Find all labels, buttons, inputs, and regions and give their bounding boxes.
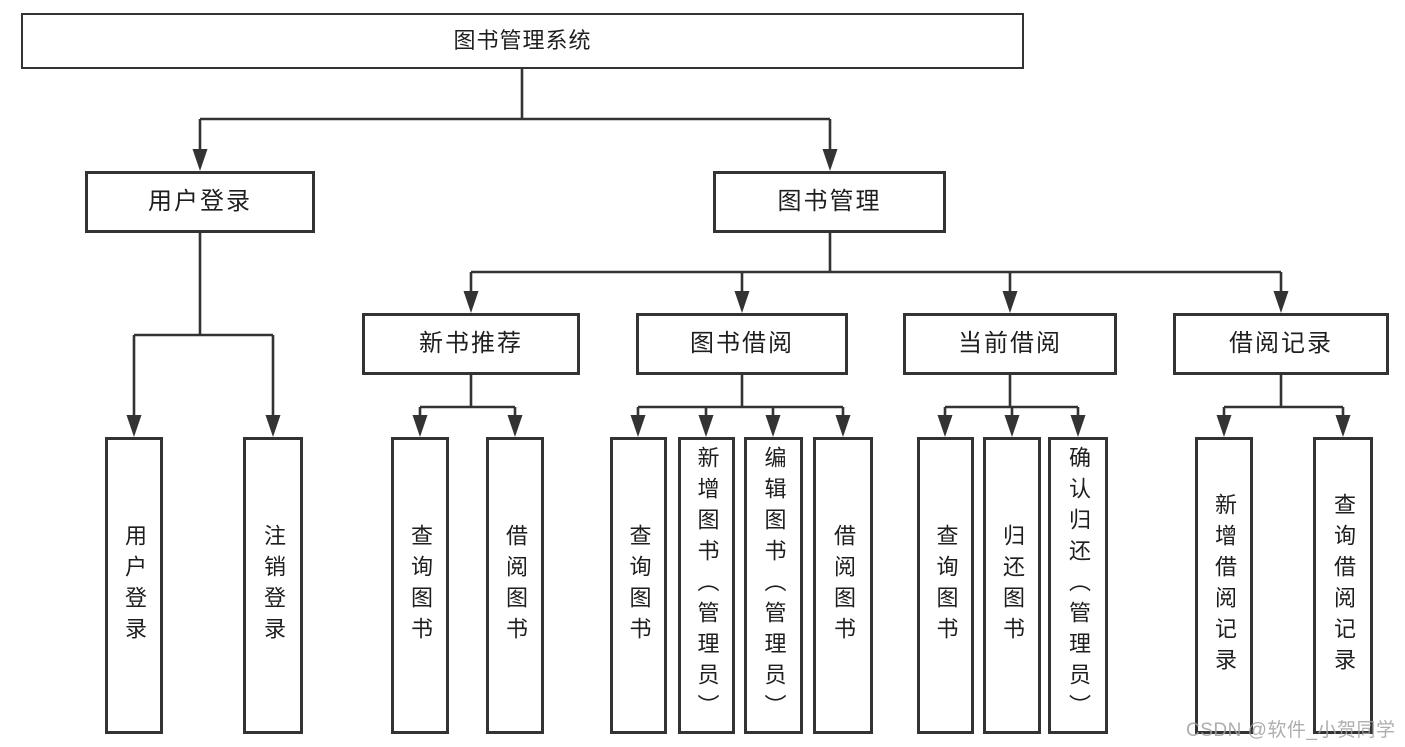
leaf-return-book-label: 归还图书	[1000, 523, 1025, 648]
leaf-query-borrow-record-label: 查询借阅记录	[1331, 492, 1356, 679]
node-user-login: 用户登录	[85, 171, 315, 233]
node-current-borrow-label: 当前借阅	[958, 330, 1062, 357]
leaf-logout: 注销登录	[243, 437, 303, 734]
leaf-new-books-borrow: 借阅图书	[486, 437, 544, 734]
node-user-login-label: 用户登录	[148, 188, 252, 215]
leaf-edit-book-admin: 编辑图书（管理员）	[744, 437, 803, 734]
watermark: CSDN @软件_小贺同学	[1186, 720, 1396, 741]
leaf-new-books-borrow-label: 借阅图书	[503, 523, 528, 648]
leaf-borrow-query-books-label: 查询图书	[626, 523, 652, 648]
node-current-borrow: 当前借阅	[903, 313, 1117, 375]
leaf-current-query-books: 查询图书	[917, 437, 974, 734]
node-book-borrow-label: 图书借阅	[690, 330, 794, 357]
leaf-new-books-query-label: 查询图书	[408, 523, 433, 648]
leaf-logout-label: 注销登录	[261, 523, 286, 648]
node-new-book-recommend-label: 新书推荐	[419, 330, 523, 357]
node-borrow-records-label: 借阅记录	[1229, 330, 1333, 357]
leaf-new-books-query: 查询图书	[391, 437, 449, 734]
leaf-confirm-return-admin-label: 确认归还（管理员）	[1066, 446, 1091, 725]
node-root: 图书管理系统	[21, 13, 1024, 69]
node-book-management: 图书管理	[713, 171, 946, 233]
leaf-user-login-label: 用户登录	[122, 523, 147, 648]
leaf-add-borrow-record-label: 新增借阅记录	[1212, 492, 1237, 679]
leaf-return-book: 归还图书	[983, 437, 1041, 734]
leaf-borrow-query-books: 查询图书	[610, 437, 667, 734]
leaf-query-borrow-record: 查询借阅记录	[1313, 437, 1373, 734]
leaf-edit-book-admin-label: 编辑图书（管理员）	[761, 446, 787, 725]
leaf-confirm-return-admin: 确认归还（管理员）	[1048, 437, 1108, 734]
leaf-add-book-admin-label: 新增图书（管理员）	[694, 446, 720, 725]
node-new-book-recommend: 新书推荐	[362, 313, 580, 375]
node-book-borrow: 图书借阅	[636, 313, 848, 375]
leaf-add-book-admin: 新增图书（管理员）	[678, 437, 735, 734]
leaf-current-query-books-label: 查询图书	[933, 523, 959, 648]
leaf-add-borrow-record: 新增借阅记录	[1195, 437, 1253, 734]
leaf-borrow-book-label: 借阅图书	[831, 523, 856, 648]
node-book-management-label: 图书管理	[777, 188, 882, 215]
node-root-label: 图书管理系统	[453, 28, 592, 53]
node-borrow-records: 借阅记录	[1173, 313, 1389, 375]
leaf-user-login: 用户登录	[105, 437, 163, 734]
leaf-borrow-book: 借阅图书	[813, 437, 873, 734]
